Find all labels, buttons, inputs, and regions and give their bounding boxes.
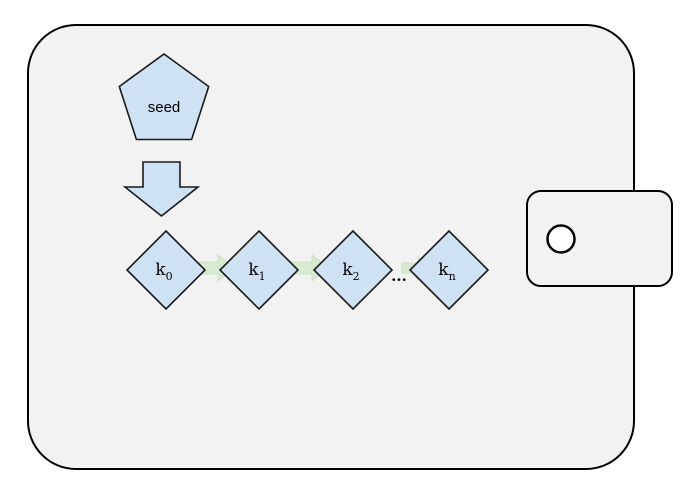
key-node-k1 — [218, 229, 300, 311]
wallet-clasp-tab — [526, 190, 673, 287]
down-arrow-icon — [122, 161, 201, 218]
key-label-k2: k2 — [342, 260, 359, 283]
ellipsis-label: ... — [391, 267, 407, 285]
key-node-kn — [408, 229, 490, 311]
seed-label: seed — [148, 99, 181, 116]
key-node-k0 — [125, 229, 207, 311]
key-node-k2 — [312, 229, 394, 311]
wallet-clasp-button-icon — [546, 224, 576, 254]
key-label-k1: k1 — [248, 260, 265, 283]
key-label-k0: k0 — [155, 260, 172, 283]
seed-pentagon — [118, 53, 210, 141]
key-label-kn: kn — [438, 260, 455, 283]
